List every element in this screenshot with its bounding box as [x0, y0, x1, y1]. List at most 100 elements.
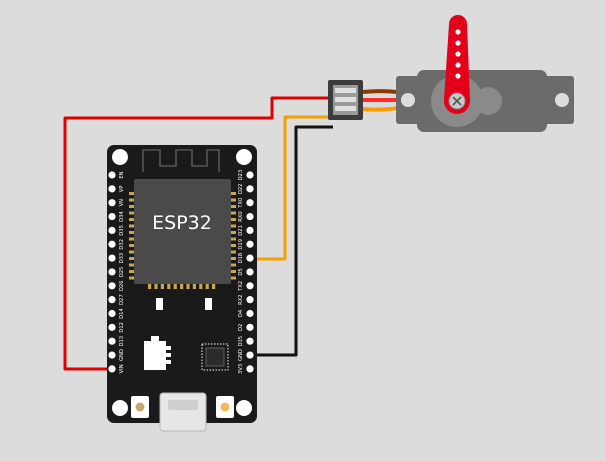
- module-pad-bottom: [180, 284, 184, 289]
- module-pad-left: [129, 198, 134, 202]
- left-pin-d25[interactable]: [108, 268, 116, 276]
- left-pin-d13[interactable]: [108, 337, 116, 345]
- module-pad-bottom: [148, 284, 152, 289]
- en-button[interactable]: [131, 396, 149, 418]
- right-pin-tx0[interactable]: [246, 199, 254, 207]
- left-pin-d32[interactable]: [108, 240, 116, 248]
- left-pin-label: VN: [119, 199, 125, 207]
- left-pin-vp[interactable]: [108, 185, 116, 193]
- module-pad-left: [129, 257, 134, 260]
- right-pin-d23[interactable]: [246, 171, 254, 179]
- wire-ground[interactable]: [250, 125, 333, 357]
- left-pin-label: D34: [119, 211, 125, 222]
- module-pad-right: [231, 211, 236, 215]
- right-pin-d4[interactable]: [246, 309, 254, 318]
- module-pad-right: [231, 224, 236, 228]
- module-pad-right: [231, 192, 236, 195]
- right-pin-d15[interactable]: [246, 337, 254, 345]
- mount-hole-top-left: [112, 149, 128, 165]
- servo-motor[interactable]: [328, 15, 574, 132]
- mount-hole-bottom-right: [236, 400, 252, 416]
- left-pin-label: D13: [119, 336, 125, 347]
- module-pad-bottom: [205, 284, 209, 289]
- left-pin-label: VP: [119, 186, 125, 193]
- right-pin-3v3[interactable]: [246, 365, 254, 373]
- left-pin-header: ENVPVND34D35D32D33D25D26D27D14D12D13GNDV…: [108, 171, 125, 373]
- module-pad-right: [231, 276, 236, 280]
- micro-usb-port[interactable]: [159, 392, 207, 432]
- left-pin-label: D33: [119, 253, 125, 264]
- left-pin-label: D26: [119, 280, 125, 291]
- servo-horn[interactable]: [444, 15, 470, 100]
- module-pad-left: [129, 231, 134, 234]
- usb-serial-chip: [201, 343, 229, 371]
- wire-signal-d18[interactable]: [250, 115, 333, 261]
- right-pin-rx0[interactable]: [246, 212, 254, 221]
- right-pin-d22[interactable]: [246, 185, 254, 193]
- screw-icon: [452, 96, 462, 106]
- right-pin-d18[interactable]: [246, 254, 254, 262]
- right-pin-rx2[interactable]: [246, 296, 254, 304]
- right-pin-tx2[interactable]: [246, 282, 254, 290]
- module-pad-right: [231, 231, 236, 234]
- left-pin-vin[interactable]: [108, 365, 116, 373]
- module-pad-left: [129, 224, 134, 228]
- left-pin-label: VIN: [119, 364, 125, 373]
- right-pin-header: D23D22TX0RX0D21D19D18D5TX2RX2D4D2D15GND3…: [238, 170, 254, 374]
- module-pad-left: [129, 192, 134, 195]
- voltage-regulator: [144, 341, 166, 370]
- left-pin-d14[interactable]: [108, 309, 116, 318]
- component-pad-right: [205, 298, 212, 310]
- chip-label: ESP32: [152, 212, 212, 234]
- right-pin-label: TX2: [238, 281, 244, 292]
- left-pin-d27[interactable]: [108, 296, 116, 304]
- right-pin-gnd[interactable]: [246, 351, 254, 359]
- right-pin-d5[interactable]: [246, 268, 254, 276]
- module-pad-bottom: [212, 284, 216, 289]
- left-pin-d34[interactable]: [108, 212, 116, 221]
- right-pin-label: TX0: [238, 198, 244, 209]
- left-pin-gnd[interactable]: [108, 351, 116, 359]
- right-pin-d21[interactable]: [246, 226, 254, 234]
- right-pin-label: RX2: [238, 294, 244, 304]
- right-pin-label: RX0: [238, 211, 244, 221]
- module-pad-left: [129, 263, 134, 267]
- right-pin-d19[interactable]: [246, 240, 254, 248]
- module-pad-right: [231, 198, 236, 202]
- right-pin-label: D22: [238, 184, 244, 195]
- left-pin-label: D35: [119, 225, 125, 236]
- right-pin-label: D15: [238, 336, 244, 347]
- wire-power-vin[interactable]: [63, 96, 333, 371]
- right-pin-label: D19: [238, 239, 244, 250]
- left-pin-vn[interactable]: [108, 199, 116, 207]
- servo-horn-holes: [455, 29, 461, 79]
- left-pin-label: EN: [119, 171, 125, 178]
- left-pin-d26[interactable]: [108, 282, 116, 290]
- esp32-module: [134, 179, 231, 284]
- left-pin-d33[interactable]: [108, 254, 116, 262]
- antenna-trace: [142, 149, 220, 172]
- module-pad-left: [129, 250, 134, 254]
- module-pad-left: [129, 205, 134, 208]
- module-pad-right: [231, 237, 236, 241]
- module-pad-right: [231, 205, 236, 208]
- module-pads: [129, 192, 236, 280]
- boot-button[interactable]: [216, 396, 234, 418]
- module-pad-right: [231, 250, 236, 254]
- left-pin-d12[interactable]: [108, 323, 116, 331]
- module-pad-right: [231, 270, 236, 273]
- right-pin-label: D2: [238, 324, 244, 331]
- right-pin-d2[interactable]: [246, 323, 254, 331]
- regulator-tab-2: [166, 353, 171, 357]
- right-pin-label: D4: [238, 309, 244, 317]
- servo-connector[interactable]: [328, 80, 363, 120]
- right-pin-label: D5: [238, 268, 244, 275]
- left-pin-d35[interactable]: [108, 226, 116, 234]
- regulator-tab-3: [166, 360, 171, 364]
- regulator-top: [151, 336, 159, 341]
- left-pin-en[interactable]: [108, 171, 116, 179]
- right-pin-label: D23: [238, 170, 244, 181]
- module-pad-left: [129, 276, 134, 280]
